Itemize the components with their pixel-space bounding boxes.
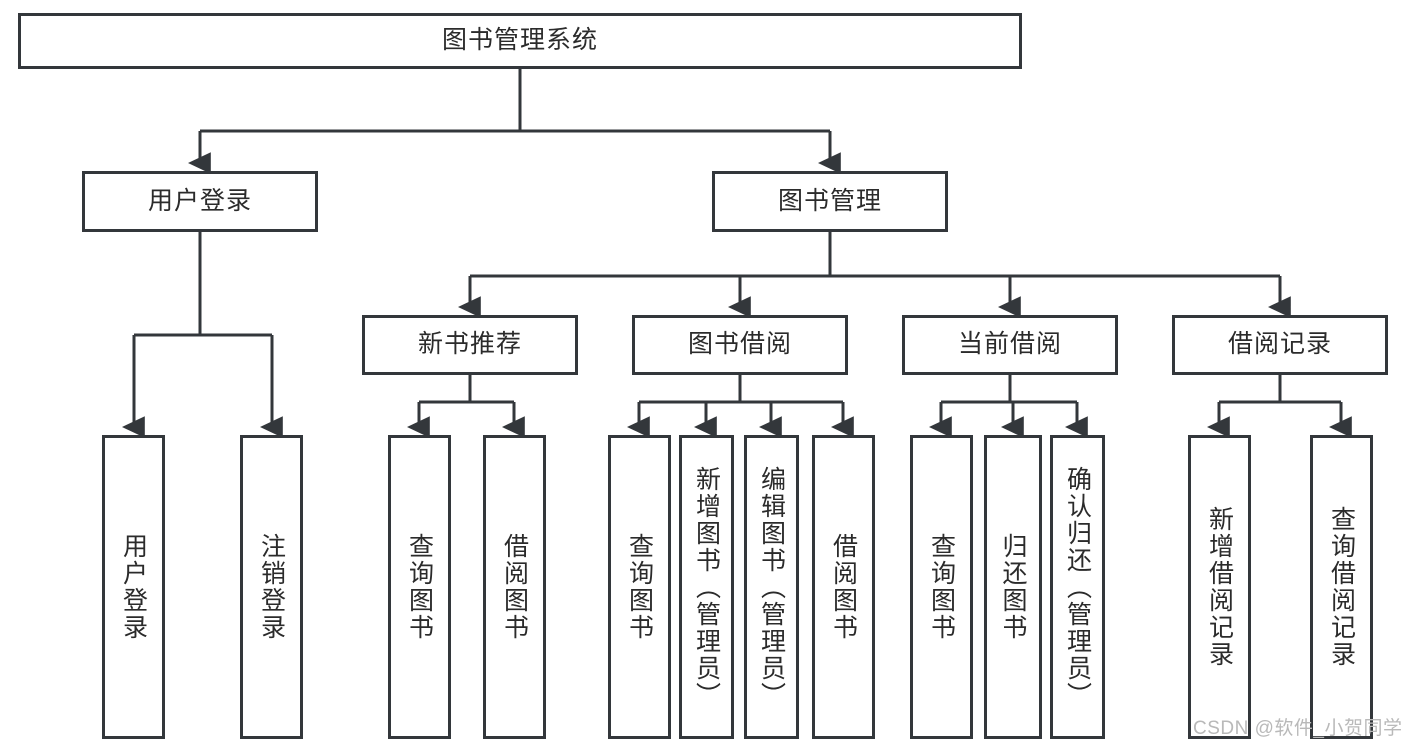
node-book-borrow[interactable]: 图书借阅: [632, 315, 848, 375]
watermark-text: CSDN @软件_小贺同学: [1193, 718, 1403, 739]
leaf-node[interactable]: 查询借阅记录: [1310, 435, 1373, 739]
leaf-node[interactable]: 注销登录: [240, 435, 303, 739]
node-user-login-label: 用户登录: [147, 186, 252, 215]
leaf-label: 查询借阅记录: [1327, 506, 1356, 668]
leaf-label: 查询图书: [625, 533, 654, 641]
leaf-label: 新增借阅记录: [1205, 506, 1234, 668]
leaf-label: 借阅图书: [500, 533, 529, 641]
node-root[interactable]: 图书管理系统: [18, 13, 1022, 69]
node-root-label: 图书管理系统: [441, 26, 598, 55]
node-new-book-recommend-label: 新书推荐: [417, 330, 522, 359]
leaf-node[interactable]: 新增借阅记录: [1188, 435, 1251, 739]
leaf-label: 借阅图书: [829, 533, 858, 641]
leaf-label: 编辑图书（管理员）: [757, 465, 786, 709]
leaf-label: 查询图书: [927, 533, 956, 641]
node-book-management[interactable]: 图书管理: [712, 171, 948, 232]
node-new-book-recommend[interactable]: 新书推荐: [362, 315, 578, 375]
node-borrow-record[interactable]: 借阅记录: [1172, 315, 1388, 375]
leaf-node[interactable]: 借阅图书: [483, 435, 546, 739]
leaf-node[interactable]: 确认归还（管理员）: [1050, 435, 1105, 739]
node-book-management-label: 图书管理: [777, 186, 882, 215]
node-user-login[interactable]: 用户登录: [82, 171, 318, 232]
leaf-label: 新增图书（管理员）: [692, 465, 721, 709]
leaf-node[interactable]: 用户登录: [102, 435, 165, 739]
node-borrow-record-label: 借阅记录: [1227, 330, 1332, 359]
leaf-label: 归还图书: [999, 533, 1027, 641]
leaf-node[interactable]: 归还图书: [984, 435, 1042, 739]
leaf-node[interactable]: 查询图书: [388, 435, 451, 739]
leaf-node[interactable]: 编辑图书（管理员）: [744, 435, 799, 739]
leaf-label: 用户登录: [119, 533, 148, 641]
leaf-node[interactable]: 新增图书（管理员）: [679, 435, 734, 739]
leaf-node[interactable]: 查询图书: [910, 435, 973, 739]
leaf-node[interactable]: 借阅图书: [812, 435, 875, 739]
node-current-borrow-label: 当前借阅: [957, 330, 1062, 359]
node-book-borrow-label: 图书借阅: [687, 330, 792, 359]
leaf-node[interactable]: 查询图书: [608, 435, 671, 739]
node-current-borrow[interactable]: 当前借阅: [902, 315, 1118, 375]
leaf-label: 注销登录: [257, 533, 286, 641]
leaf-label: 确认归还（管理员）: [1063, 465, 1092, 709]
leaf-label: 查询图书: [405, 533, 434, 641]
